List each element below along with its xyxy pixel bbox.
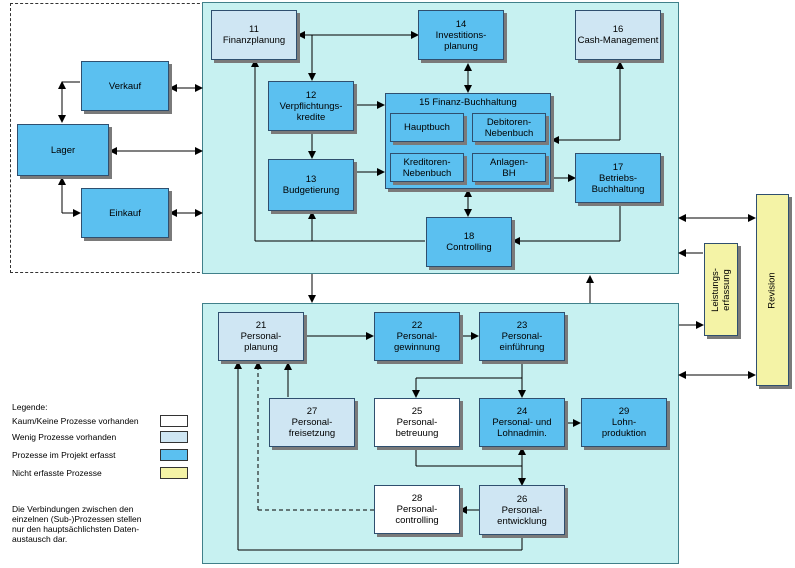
process-29-lohnproduktion: 29 Lohn- produktion: [581, 398, 667, 447]
legend-swatch: [160, 415, 188, 427]
legend-item-label: Prozesse im Projekt erfasst: [12, 450, 116, 460]
leistungserfassung-box: Leistungs- erfassung: [704, 243, 738, 336]
legend-swatch: [160, 449, 188, 461]
process-18-controlling: 18 Controlling: [426, 217, 512, 267]
process-25-personalbetreuung: 25 Personal- betreuung: [374, 398, 460, 447]
process-15-title: 15 Finanz-Buchhaltung: [419, 97, 517, 108]
process-14-investitionsplanung: 14 Investitions- planung: [418, 10, 504, 60]
legend-note: Die Verbindungen zwischen den einzelnen …: [12, 504, 142, 544]
process-26-personalentwicklung: 26 Personal- entwicklung: [479, 485, 565, 535]
process-21-personalplanung: 21 Personal- planung: [218, 312, 304, 361]
hauptbuch-box: Hauptbuch: [390, 113, 464, 142]
process-24-personal-lohnadmin: 24 Personal- und Lohnadmin.: [479, 398, 565, 447]
revision-label: Revision: [767, 271, 778, 309]
kreditoren-nebenbuch-box: Kreditoren- Nebenbuch: [390, 153, 464, 182]
process-12-verpflichtungskredite: 12 Verpflichtungs- kredite: [268, 81, 354, 131]
legend-swatch: [160, 431, 188, 443]
verkauf-box: Verkauf: [81, 61, 169, 111]
process-28-personalcontrolling: 28 Personal- controlling: [374, 485, 460, 534]
revision-box: Revision: [756, 194, 789, 386]
process-17-betriebsbuchhaltung: 17 Betriebs- Buchhaltung: [575, 153, 661, 203]
process-16-cash-management: 16 Cash-Management: [575, 10, 661, 60]
legend-swatch: [160, 467, 188, 479]
process-11-finanzplanung: 11 Finanzplanung: [211, 10, 297, 60]
process-23-personaleinfuehrung: 23 Personal- einführung: [479, 312, 565, 361]
process-27-personalfreisetzung: 27 Personal- freisetzung: [269, 398, 355, 447]
legend-item-label: Wenig Prozesse vorhanden: [12, 432, 117, 442]
debitoren-nebenbuch-box: Debitoren- Nebenbuch: [472, 113, 546, 142]
lager-box: Lager: [17, 124, 109, 176]
legend-title: Legende:: [12, 402, 48, 412]
leistungserfassung-label: Leistungs- erfassung: [710, 267, 732, 312]
anlagen-bh-box: Anlagen- BH: [472, 153, 546, 182]
process-13-budgetierung: 13 Budgetierung: [268, 159, 354, 211]
legend-item-label: Nicht erfasste Prozesse: [12, 468, 102, 478]
process-22-personalgewinnung: 22 Personal- gewinnung: [374, 312, 460, 361]
einkauf-box: Einkauf: [81, 188, 169, 238]
legend-item-label: Kaum/Keine Prozesse vorhanden: [12, 416, 139, 426]
